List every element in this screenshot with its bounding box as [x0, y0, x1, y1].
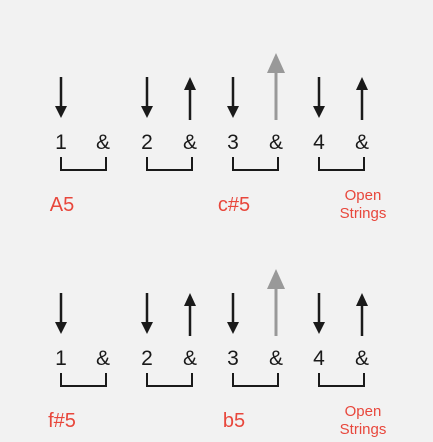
chord-label: b5	[223, 410, 245, 432]
up-arrow-head	[184, 77, 196, 90]
open-strings-label: Open	[345, 403, 382, 420]
beat-bracket	[318, 157, 365, 171]
beat-count-label: &	[355, 347, 369, 370]
down-arrow-head	[55, 322, 67, 334]
down-arrow-head	[313, 322, 325, 334]
down-arrow-head	[313, 106, 325, 118]
beat-count-label: &	[355, 131, 369, 154]
beat-bracket	[232, 373, 279, 387]
beat-bracket	[232, 157, 279, 171]
accent-up-arrow-head	[267, 53, 285, 73]
beat-count-label: 1	[55, 347, 67, 370]
down-arrow-head	[227, 322, 239, 334]
beat-count-label: &	[269, 347, 283, 370]
beat-count-label: &	[183, 131, 197, 154]
beat-count-label: 2	[141, 131, 153, 154]
beat-count-label: 1	[55, 131, 67, 154]
chord-label: f#5	[48, 410, 76, 432]
beat-count-label: 3	[227, 347, 239, 370]
beat-bracket	[318, 373, 365, 387]
beat-count-label: &	[96, 131, 110, 154]
beat-bracket	[60, 373, 107, 387]
down-arrow-head	[141, 106, 153, 118]
up-arrow-head	[356, 293, 368, 306]
chord-label: c#5	[218, 194, 250, 216]
down-arrow-head	[55, 106, 67, 118]
up-arrow-head	[184, 293, 196, 306]
beat-count-label: &	[183, 347, 197, 370]
beat-count-label: &	[96, 347, 110, 370]
chord-label: A5	[50, 194, 74, 216]
up-arrow-head	[356, 77, 368, 90]
beat-count-label: 4	[313, 347, 325, 370]
accent-up-arrow-head	[267, 269, 285, 289]
beat-count-label: 4	[313, 131, 325, 154]
beat-bracket	[146, 373, 193, 387]
open-strings-label: Strings	[340, 205, 387, 222]
open-strings-label: Open	[345, 187, 382, 204]
beat-count-label: 2	[141, 347, 153, 370]
open-strings-label: Strings	[340, 421, 387, 438]
beat-count-label: 3	[227, 131, 239, 154]
beat-count-label: &	[269, 131, 283, 154]
beat-bracket	[146, 157, 193, 171]
beat-bracket	[60, 157, 107, 171]
down-arrow-head	[141, 322, 153, 334]
down-arrow-head	[227, 106, 239, 118]
